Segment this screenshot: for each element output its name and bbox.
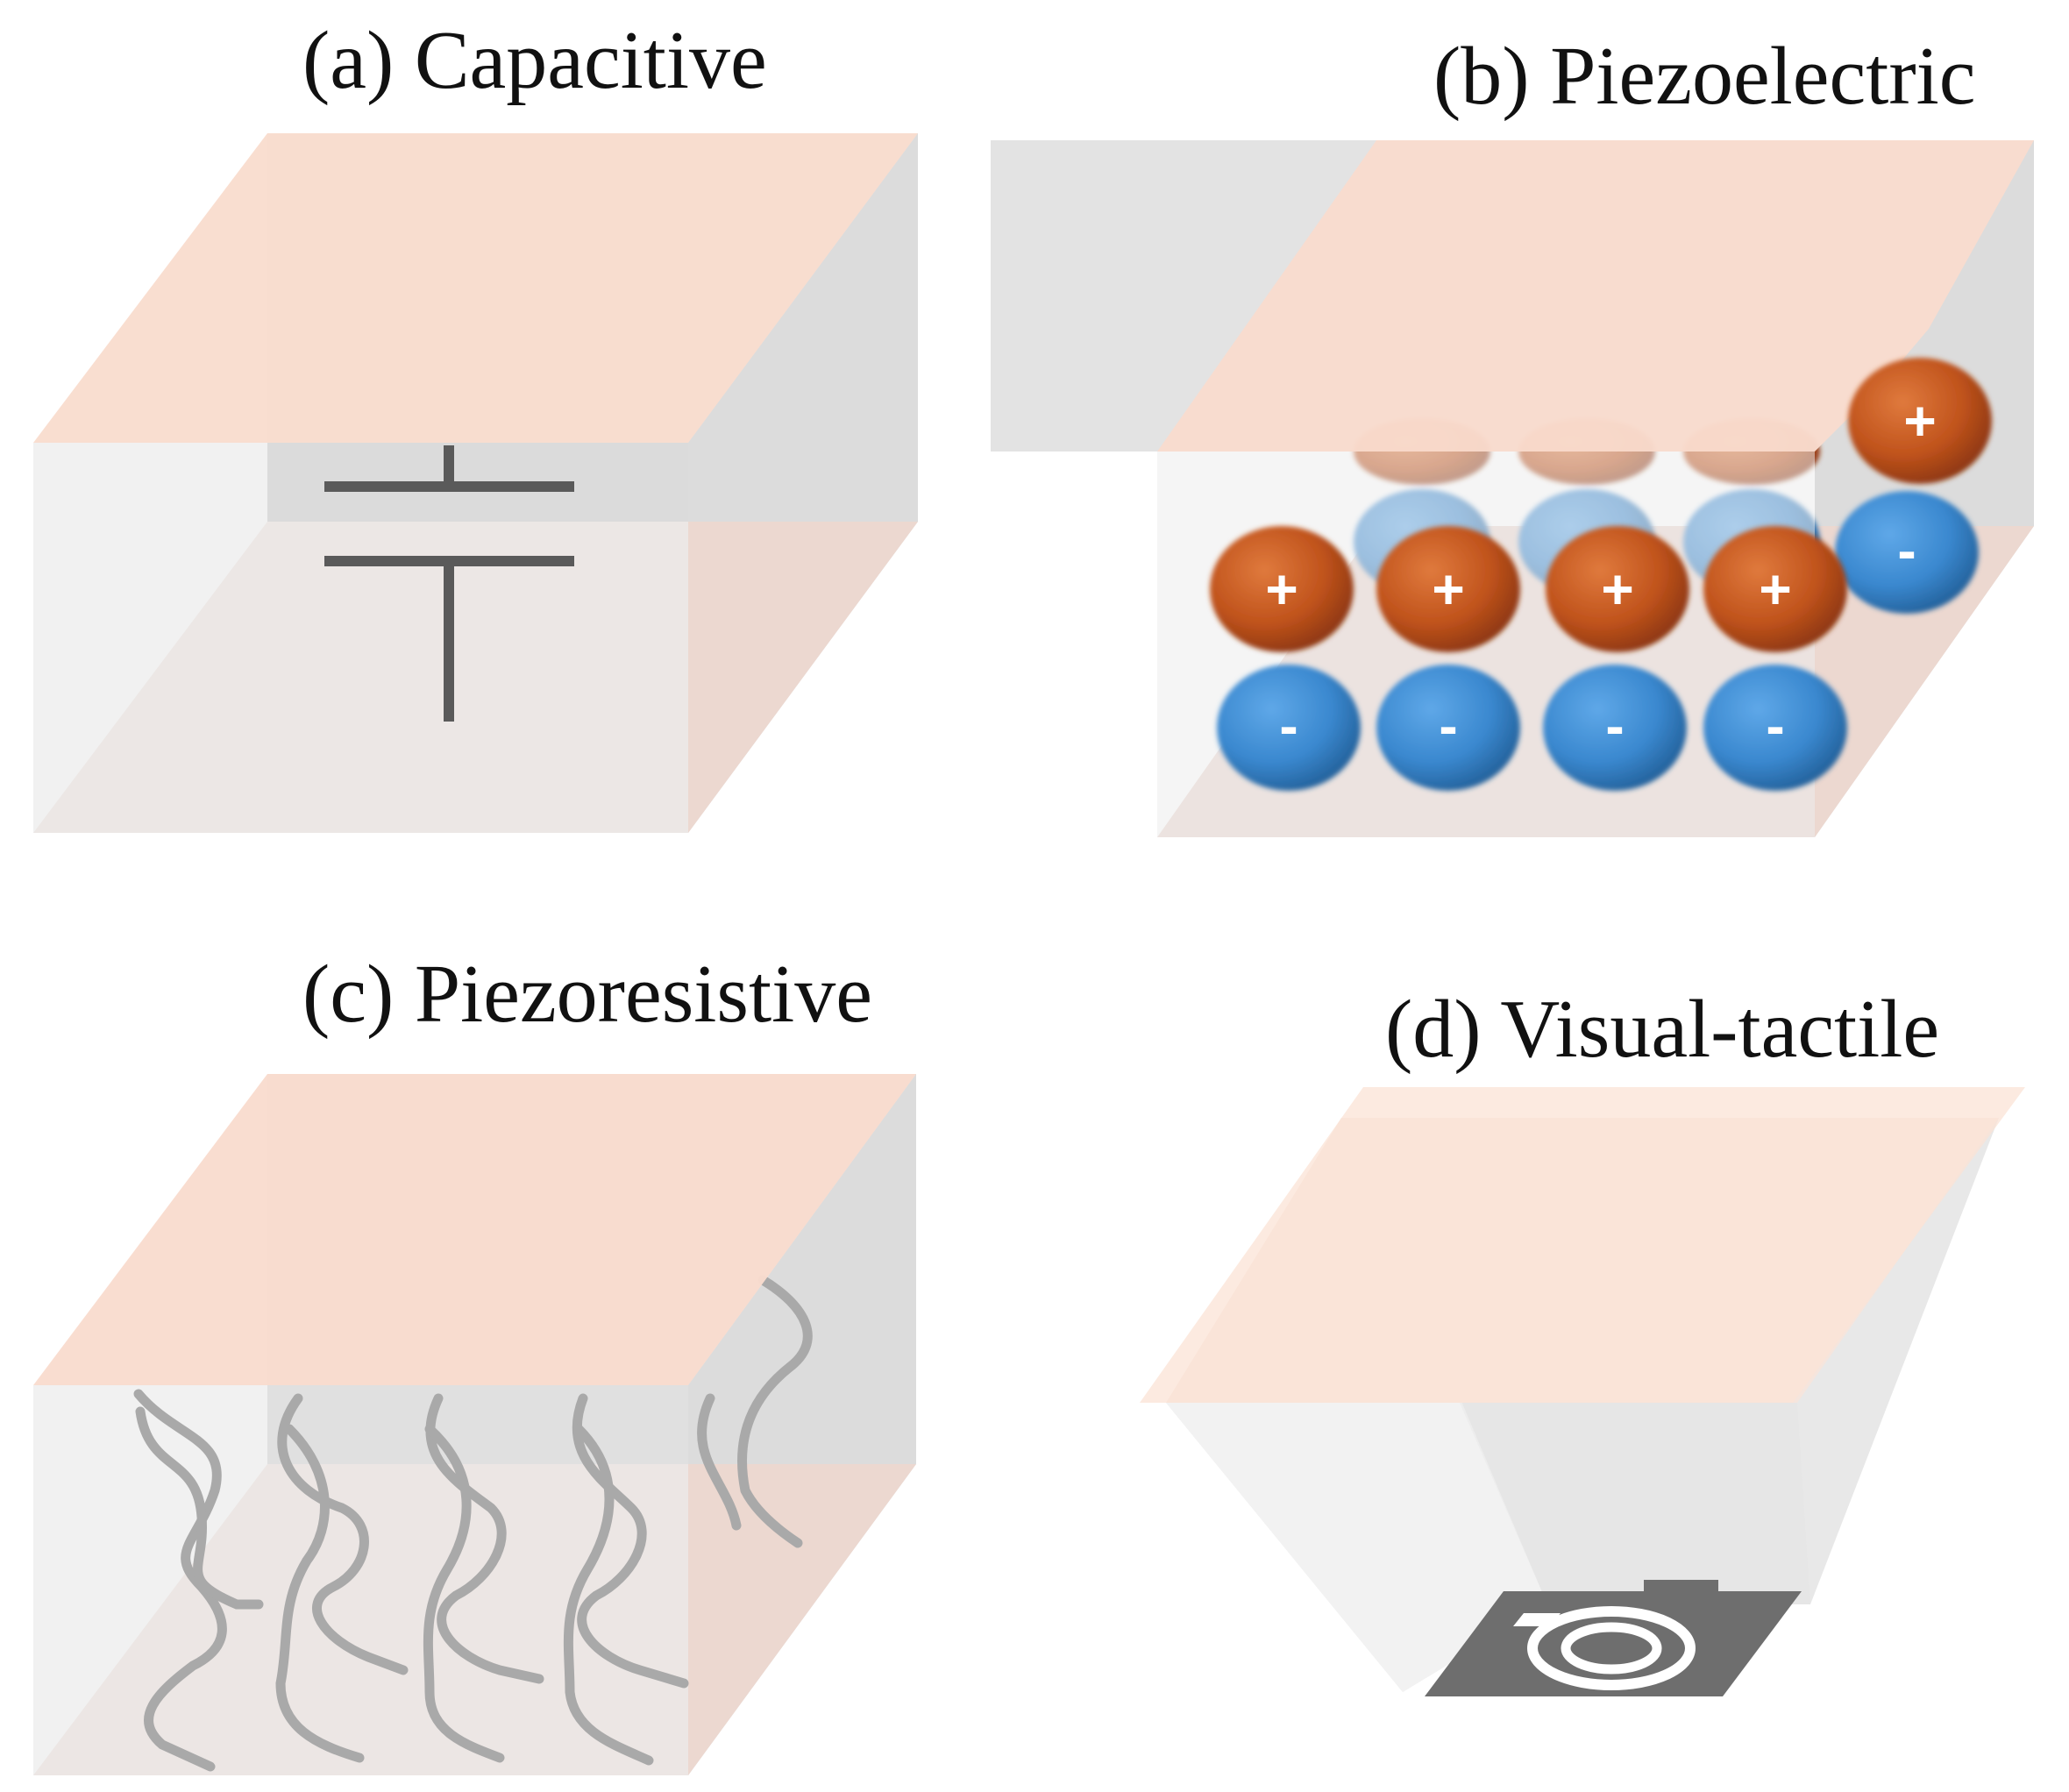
fiber-strand [277,1393,409,1675]
positive-charge-label: + [1601,558,1633,621]
fiber-strand [423,1424,505,1763]
panel-title-piezoelectric: (b) Piezoelectric [1433,31,1975,122]
positive-charge-label: + [1432,558,1464,621]
positive-charge-label: + [1759,558,1791,621]
panel-piezoresistive: (c) Piezoresistive [33,949,916,1775]
panel-piezoelectric: (b) Piezoelectric [991,31,2034,837]
negative-charge-label: - [1897,519,1916,582]
negative-ion [1835,491,1979,614]
panel-title-piezoresistive: (c) Piezoresistive [302,949,872,1040]
positive-charge-label: + [1265,558,1298,621]
positive-charge-label: + [1903,389,1936,452]
camera-icon [1425,1580,1802,1696]
box-inner-shade [267,1385,688,1464]
fiber-strand [563,1424,654,1766]
top-plate [1157,140,2034,452]
fiber-strand [135,1406,264,1610]
fiber-strand [572,1393,689,1689]
fiber-strand [737,1275,813,1548]
box-front-wall [33,443,688,833]
top-plate [33,133,918,443]
negative-charge-label: - [1766,694,1784,757]
negative-charge-label: - [1439,694,1457,757]
positive-ion [1848,358,1992,484]
positive-ion [1546,526,1689,652]
positive-ion [1376,526,1520,652]
panel-title-capacitive: (a) Capacitive [302,15,767,106]
capacitor-symbol-icon [324,445,574,722]
negative-ion [1376,665,1520,791]
top-plate [1140,1087,2025,1403]
negative-ion [1543,665,1687,791]
panel-visual-tactile: (d) Visual-tactile [1140,984,2025,1696]
positive-ion [1210,526,1354,652]
panel-capacitive: (a) Capacitive [33,15,918,833]
top-plate [33,1074,916,1385]
fiber-strand [697,1393,742,1531]
fiber-strand [425,1393,544,1684]
positive-ion [1703,526,1847,652]
fiber-strand [275,1424,365,1763]
negative-charge-label: - [1605,694,1624,757]
negative-charge-label: - [1279,694,1298,757]
charge-labels: + + + + + - - - - - [1265,389,1936,757]
pyramid-left-face [1166,1403,1547,1692]
conductive-fiber-network [133,1275,813,1772]
negative-ion [1703,665,1847,791]
negative-ion [1217,665,1361,791]
ion-lattice-front-rows [1210,526,1847,791]
panel-title-visual-tactile: (d) Visual-tactile [1385,984,1939,1075]
